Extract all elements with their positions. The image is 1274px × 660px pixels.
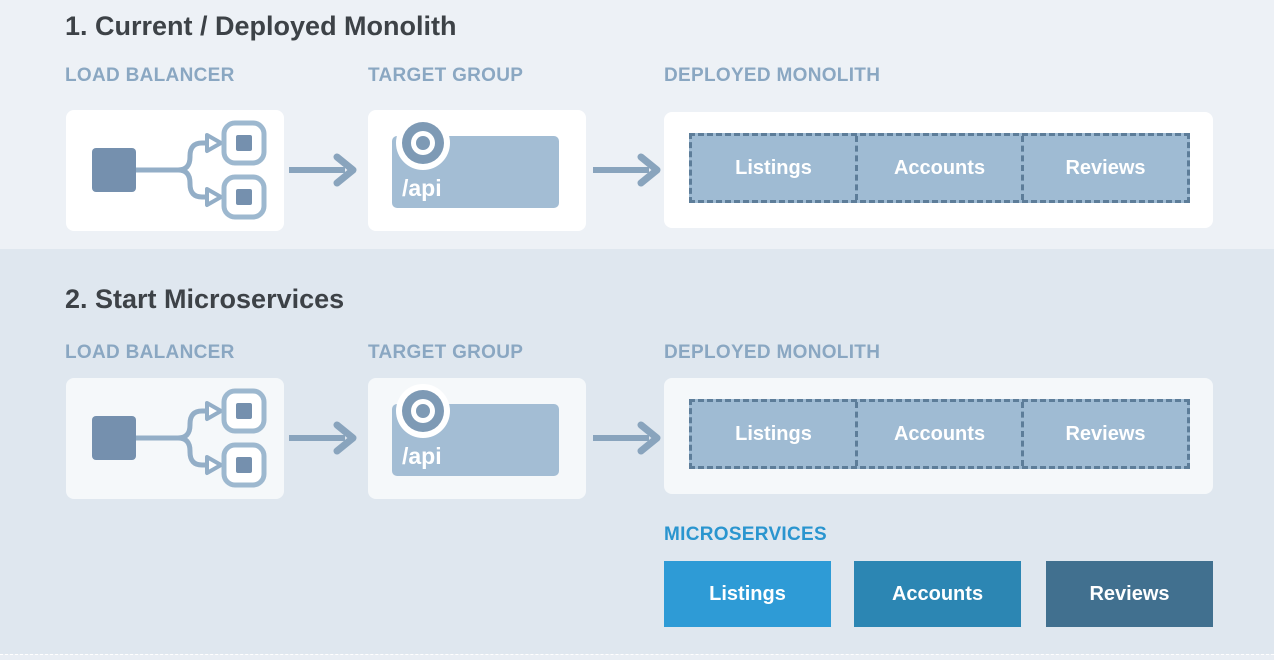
section2-deployed-monolith-label: DEPLOYED MONOLITH (664, 342, 881, 363)
target-bullseye-icon (396, 384, 450, 438)
section1-load-balancer-label: LOAD BALANCER (65, 65, 235, 86)
microservices-label: MICROSERVICES (664, 524, 827, 545)
monolith-service-listings: Listings (735, 422, 812, 445)
monolith-service-reviews: Reviews (1021, 402, 1187, 466)
next-section-edge (0, 654, 1274, 660)
arrow-right-icon (591, 421, 663, 455)
monolith-container: Listings Accounts Reviews (689, 399, 1190, 469)
section1-deployed-monolith-label: DEPLOYED MONOLITH (664, 65, 881, 86)
section2-title: 2. Start Microservices (65, 284, 345, 314)
target-bullseye-icon (396, 116, 450, 170)
monolith-service-reviews: Reviews (1021, 136, 1187, 200)
monolith-service-accounts: Accounts (855, 402, 1021, 466)
api-route-label: /api (402, 443, 442, 469)
load-balancer-icon (66, 110, 284, 231)
section2-load-balancer-label: LOAD BALANCER (65, 342, 235, 363)
monolith-service-accounts: Accounts (855, 136, 1021, 200)
target-group-rect: /api (392, 384, 559, 476)
section2-target-group-label: TARGET GROUP (368, 342, 524, 363)
microservice-accounts-block: Accounts (854, 561, 1021, 627)
section2-load-balancer-card (66, 378, 284, 499)
target-group-rect: /api (392, 116, 559, 208)
section2-target-group-card: /api (368, 378, 586, 499)
microservice-reviews-block: Reviews (1046, 561, 1213, 627)
section2-monolith-card: Listings Accounts Reviews (664, 378, 1213, 494)
arrow-right-icon (287, 153, 359, 187)
monolith-service-listings: Listings (735, 156, 812, 179)
api-route-label: /api (402, 175, 442, 201)
microservice-listings-block: Listings (664, 561, 831, 627)
section1-target-group-label: TARGET GROUP (368, 65, 524, 86)
arrow-right-icon (287, 421, 359, 455)
section1-load-balancer-card (66, 110, 284, 231)
section1-target-group-card: /api (368, 110, 586, 231)
load-balancer-icon (66, 378, 284, 499)
monolith-container: Listings Accounts Reviews (689, 133, 1190, 203)
section1-monolith-card: Listings Accounts Reviews (664, 112, 1213, 228)
arrow-right-icon (591, 153, 663, 187)
section1-title: 1. Current / Deployed Monolith (65, 11, 457, 41)
